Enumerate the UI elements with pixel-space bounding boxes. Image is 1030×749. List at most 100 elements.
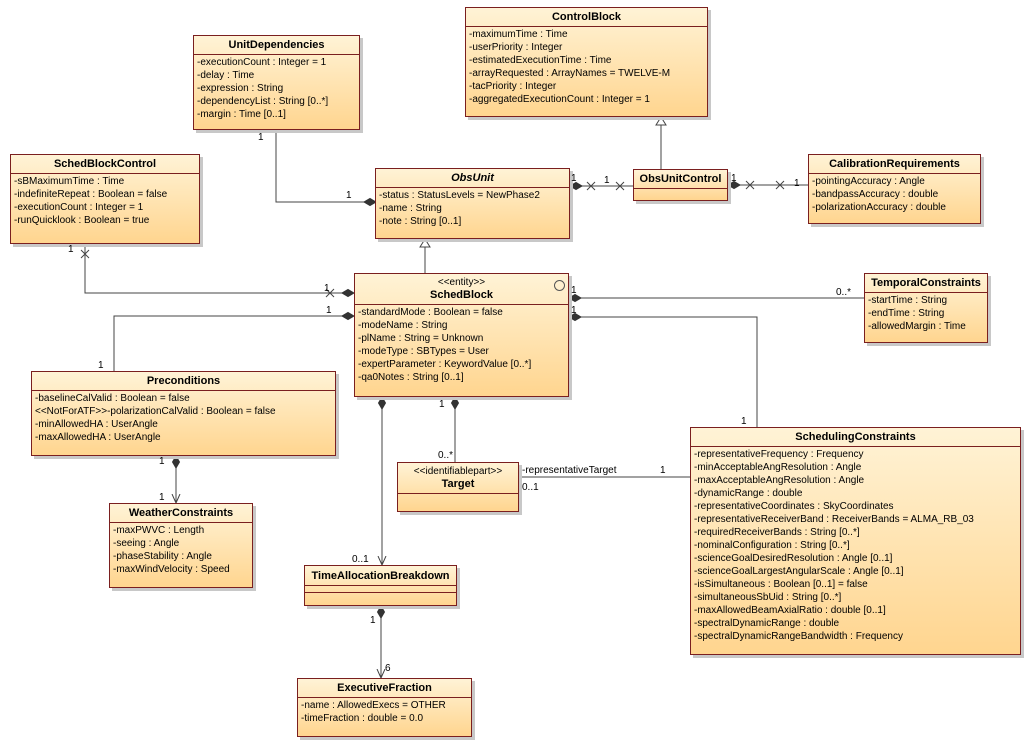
attribute: -maxAllowedHA : UserAngle [35,432,161,443]
attribute: -phaseStability : Angle [113,551,212,562]
attribute: -expertParameter : KeywordValue [0..*] [358,359,532,370]
multiplicity-label: 1 [741,416,747,427]
attribute: -arrayRequested : ArrayNames = TWELVE-M [469,68,671,79]
operation-section [305,592,456,599]
attribute: -sBMaximumTime : Time [14,176,125,187]
diamond-ouc-cal [727,180,741,190]
multiplicity-label: 1 [660,465,666,476]
attribute: -dependencyList : String [0..*] [197,96,329,107]
attribute: -simultaneousSbUid : String [0..*] [694,592,842,603]
attribute: -maxPWVC : Length [113,525,205,536]
attribute: -timeFraction : double = 0.0 [301,713,424,724]
attribute: -baselineCalValid : Boolean = false [35,393,190,404]
class-temporal-constraints[interactable]: TemporalConstraints -startTime : String … [864,273,988,343]
class-scheduling-constraints[interactable]: SchedulingConstraints -representativeFre… [690,427,1021,655]
attribute: -isSimultaneous : Boolean [0..1] = false [694,579,868,590]
attribute: -minAllowedHA : UserAngle [35,419,158,430]
role-label: -representativeTarget [522,465,617,476]
attribute: -representativeReceiverBand : ReceiverBa… [694,514,974,525]
class-name: SchedBlockControl [11,155,199,174]
attribute-list: -name : AllowedExecs = OTHER -timeFracti… [298,698,471,727]
gen-triangle-controlblock [655,116,667,126]
diamond-sb-tab [377,396,387,410]
class-name: CalibrationRequirements [809,155,980,174]
class-name: TemporalConstraints [865,274,987,293]
class-name: TimeAllocationBreakdown [305,566,456,586]
class-target[interactable]: <<identifiablepart>> Target [397,462,519,512]
multiplicity-label: 1 [571,305,577,316]
class-control-block[interactable]: ControlBlock -maximumTime : Time -userPr… [465,7,708,117]
multiplicity-label: 1 [324,283,330,294]
class-sched-block[interactable]: <<entity>> SchedBlock -standardMode : Bo… [354,273,569,397]
attribute-list: -standardMode : Boolean = false -modeNam… [355,305,568,386]
attribute: -indefiniteRepeat : Boolean = false [14,189,168,200]
attribute: -estimatedExecutionTime : Time [469,55,612,66]
link-schedblock-preconditions [113,315,354,371]
attribute-list: -maxPWVC : Length -seeing : Angle -phase… [110,523,252,578]
attribute: -standardMode : Boolean = false [358,307,503,318]
attribute: -bandpassAccuracy : double [812,189,939,200]
attribute: -seeing : Angle [113,538,180,549]
attribute: -delay : Time [197,70,255,81]
link-schedblock-schedulingconstraints [569,316,758,427]
class-weather-constraints[interactable]: WeatherConstraints -maxPWVC : Length -se… [109,503,253,588]
attribute-list: -maximumTime : Time -userPriority : Inte… [466,27,707,108]
attribute: -allowedMargin : Time [868,321,966,332]
attribute: -maxAcceptableAngResolution : Angle [694,475,865,486]
attribute: -scienceGoalLargestAngularScale : Angle … [694,566,904,577]
link-unitdependencies-obsunit [275,130,376,203]
attribute: -polarizationAccuracy : double [812,202,946,213]
attribute: -qa0Notes : String [0..1] [358,372,464,383]
class-name: ObsUnitControl [634,170,727,189]
attribute-list: -startTime : String -endTime : String -a… [865,293,987,335]
class-time-allocation-breakdown[interactable]: TimeAllocationBreakdown [304,565,457,606]
attribute: -executionCount : Integer = 1 [197,57,327,68]
multiplicity-label: 1 [68,244,74,255]
attribute: -expression : String [197,83,284,94]
multiplicity-label: 1 [571,173,577,184]
class-name: SchedulingConstraints [691,428,1020,447]
multiplicity-label: 1 [159,492,165,503]
class-name: SchedBlock [430,289,493,301]
class-preconditions[interactable]: Preconditions -baselineCalValid : Boolea… [31,371,336,456]
x-ou-ouc-b [615,181,625,191]
attribute-list: -executionCount : Integer = 1 -delay : T… [194,55,359,123]
class-unit-dependencies[interactable]: UnitDependencies -executionCount : Integ… [193,35,360,130]
attribute: -executionCount : Integer = 1 [14,202,144,213]
class-obs-unit-control[interactable]: ObsUnitControl [633,169,728,201]
attribute-list: -baselineCalValid : Boolean = false <<No… [32,391,335,446]
attribute: -maxWindVelocity : Speed [113,564,230,575]
multiplicity-label: 6 [385,663,391,674]
multiplicity-label: 1 [159,456,165,467]
attribute: -aggregatedExecutionCount : Integer = 1 [469,94,650,105]
class-name: ExecutiveFraction [298,679,471,698]
gen-triangle-obsunit [419,238,431,248]
multiplicity-label: 1 [571,285,577,296]
attribute: -status : StatusLevels = NewPhase2 [379,190,540,201]
class-name: ObsUnit [376,169,569,188]
x-ouc-cal-a [745,180,755,190]
class-calibration-requirements[interactable]: CalibrationRequirements -pointingAccurac… [808,154,981,224]
multiplicity-label: 1 [370,615,376,626]
attribute-list: -sBMaximumTime : Time -indefiniteRepeat … [11,174,199,229]
attribute: -maxAllowedBeamAxialRatio : double [0..1… [694,605,886,616]
x-ouc-cal-b [775,180,785,190]
attribute: -runQuicklook : Boolean = true [14,215,150,226]
attribute: -note : String [0..1] [379,216,462,227]
class-executive-fraction[interactable]: ExecutiveFraction -name : AllowedExecs =… [297,678,472,737]
attribute: -startTime : String [868,295,948,306]
class-sched-block-control[interactable]: SchedBlockControl -sBMaximumTime : Time … [10,154,200,244]
diamond-obsunit-ud [363,197,377,207]
stereotype: <<entity>> [437,277,486,288]
attribute-list: -representativeFrequency : Frequency -mi… [691,447,1020,645]
class-name: Preconditions [32,372,335,391]
multiplicity-label: 0..1 [522,482,539,493]
attribute: -spectralDynamicRangeBandwidth : Frequen… [694,631,903,642]
multiplicity-label: 1 [439,399,445,410]
multiplicity-label: 1 [604,175,610,186]
multiplicity-label: 0..* [836,287,852,298]
attribute: -nominalConfiguration : String [0..*] [694,540,850,551]
class-obs-unit[interactable]: ObsUnit -status : StatusLevels = NewPhas… [375,168,570,239]
attribute: -modeType : SBTypes = User [358,346,489,357]
